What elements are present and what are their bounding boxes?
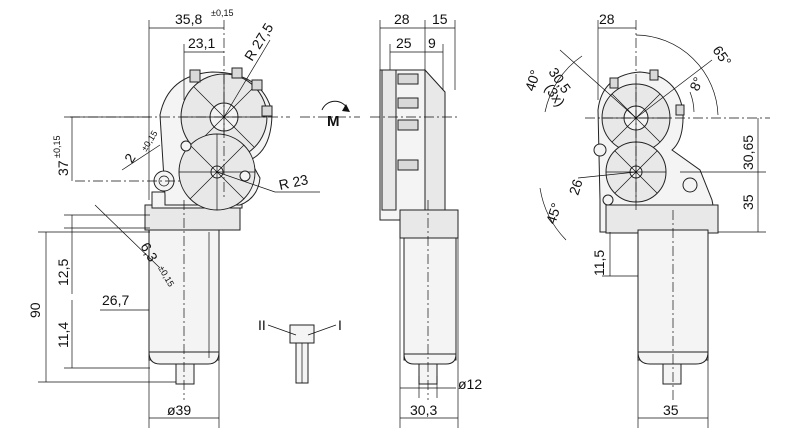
dim-65-deg: 65° [710, 43, 735, 70]
dim-35-bottom: 35 [663, 402, 679, 418]
connector-label-ii: II [258, 317, 266, 333]
dim-37: 37 [55, 160, 71, 176]
dim-8-deg: 8° [686, 74, 706, 93]
dim-11-4: 11,4 [55, 322, 71, 348]
motor-symbol: M [300, 100, 360, 130]
dim-28-right: 28 [599, 11, 615, 27]
motor-shaft-front [175, 363, 195, 385]
dim-30-65: 30,65 [740, 135, 756, 170]
dim-25: 25 [396, 35, 412, 51]
front-view: 35,8 ±0,15 23,1 R 27,5 37 ±0,15 2 ±0,15 … [27, 8, 320, 428]
dim-r-23: R 23 [277, 171, 309, 193]
mount-hole-upper [180, 140, 192, 152]
dim-28-side: 28 [394, 11, 410, 27]
dim-35-vert: 35 [740, 194, 756, 210]
dim-35-8: 35,8 [175, 11, 202, 27]
dim-12-5: 12,5 [55, 259, 71, 286]
dim-30-3: 30,3 [410, 402, 437, 418]
dim-90: 90 [27, 302, 43, 318]
rear-view: 28 65° 40° 30,5 (3x) 8° 30,65 35 [522, 11, 770, 428]
side-view: 28 15 25 9 ø12 30,3 [370, 11, 482, 428]
dim-11-5: 11,5 [591, 250, 607, 276]
dim-35-8-tol: ±0,15 [211, 8, 233, 18]
dim-15: 15 [432, 11, 448, 27]
dim-45-deg: 45° [543, 201, 565, 226]
mount-hole-right [239, 170, 251, 182]
dim-37-tol: ±0,15 [52, 136, 62, 158]
connector-detail: II I [258, 317, 342, 384]
motor-letter: M [327, 113, 340, 130]
connector-label-i: I [338, 317, 342, 333]
dim-9: 9 [428, 35, 436, 51]
dim-2-tol: ±0,15 [139, 129, 159, 153]
housing-taper-side [424, 68, 446, 221]
dim-r-27-5: R 27,5 [241, 20, 277, 64]
motor-body-side [403, 237, 457, 361]
mount-flange-rear [605, 204, 719, 234]
dim-2: 2 [121, 150, 139, 165]
dim-26-7: 26,7 [102, 292, 129, 308]
motor-shaft-rear [662, 363, 682, 385]
dim-23-1: 23,1 [188, 35, 215, 51]
dim-dia-12: ø12 [458, 376, 482, 392]
dim-40-deg: 40° [522, 68, 544, 93]
dim-26: 26 [566, 177, 586, 197]
mount-flange-side [399, 209, 459, 239]
dim-dia-39: ø39 [167, 402, 191, 418]
